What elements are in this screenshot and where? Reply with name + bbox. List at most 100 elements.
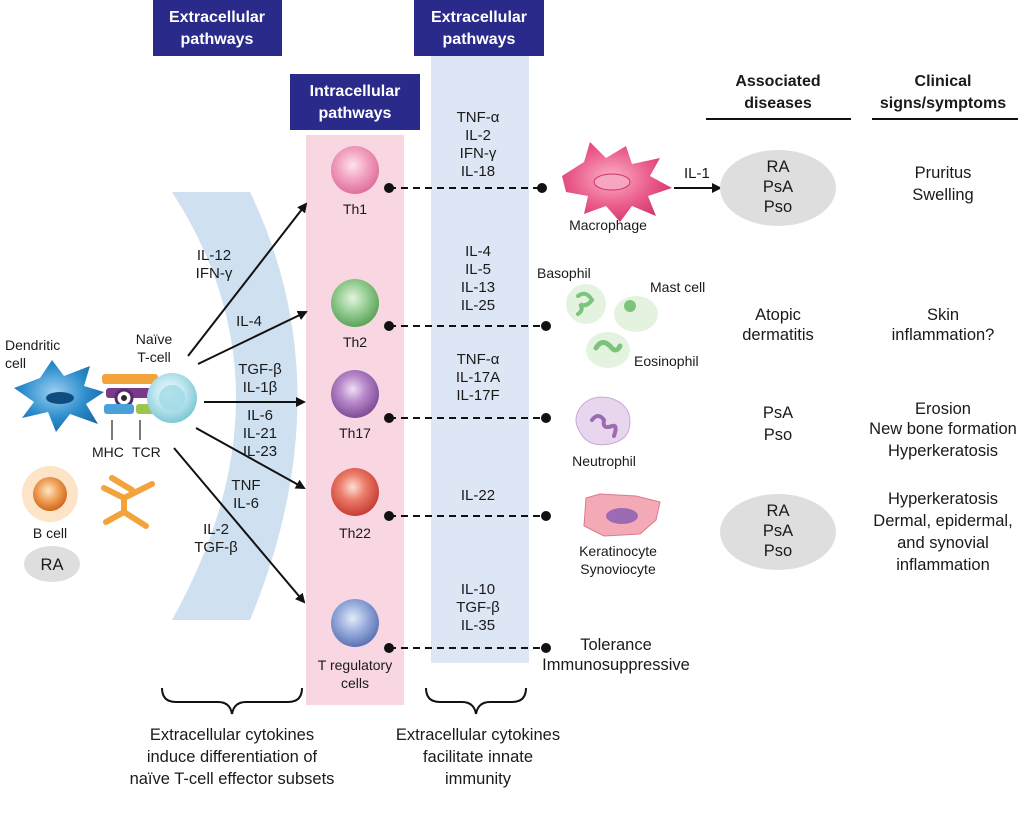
secreted-cytokines-th2: IL-4 IL-5 IL-13 IL-25 <box>461 243 495 314</box>
svg-text:IFN-γ: IFN-γ <box>196 265 233 282</box>
svg-text:Atopic: Atopic <box>755 306 801 324</box>
svg-text:Dendritic: Dendritic <box>5 337 60 353</box>
svg-text:Skin: Skin <box>927 306 959 324</box>
svg-text:Pso: Pso <box>764 198 792 216</box>
arrow-to-th2 <box>197 310 308 365</box>
svg-text:Neutrophil: Neutrophil <box>572 453 636 469</box>
secreted-cytokines-treg: IL-10 TGF-β IL-35 <box>456 581 500 634</box>
svg-text:Basophil: Basophil <box>537 265 591 281</box>
svg-text:IL-35: IL-35 <box>461 617 495 634</box>
svg-text:IFN-γ: IFN-γ <box>460 145 497 162</box>
secreted-cytokines-th17: TNF-α IL-17A IL-17F <box>456 351 500 404</box>
dendritic-cell: Dendritic cell <box>5 337 104 432</box>
svg-text:IL-12: IL-12 <box>197 247 231 264</box>
svg-text:IL-23: IL-23 <box>243 443 277 460</box>
dashed-connectors <box>384 183 551 653</box>
svg-text:TNF-α: TNF-α <box>457 351 500 368</box>
svg-text:RA: RA <box>767 158 790 176</box>
svg-text:IL-21: IL-21 <box>243 425 277 442</box>
svg-text:B cell: B cell <box>33 525 67 541</box>
svg-text:pathways: pathways <box>443 31 516 48</box>
svg-text:PsA: PsA <box>763 404 793 422</box>
header-extracellular-mid: Extracellular pathways <box>414 0 544 56</box>
svg-text:IL-25: IL-25 <box>461 297 495 314</box>
header-associated-diseases: Associated diseases <box>706 73 851 120</box>
brace-mid <box>425 687 527 715</box>
basophil-cell: Basophil <box>537 265 606 324</box>
svg-text:diseases: diseases <box>744 95 812 112</box>
arrow-to-th22 <box>195 427 306 489</box>
svg-text:Immunosuppressive: Immunosuppressive <box>542 656 690 674</box>
arrow-cytokines-4: IL-6 IL-21 IL-23 <box>243 407 277 460</box>
svg-text:IL-6: IL-6 <box>233 495 259 512</box>
svg-text:TGF-β: TGF-β <box>194 539 238 556</box>
arrow-to-treg <box>173 447 306 604</box>
antibody-icon <box>101 475 155 529</box>
svg-text:pathways: pathways <box>319 105 392 122</box>
svg-text:MHC: MHC <box>92 444 124 460</box>
svg-text:IL-2: IL-2 <box>203 521 229 538</box>
svg-text:IL-2: IL-2 <box>465 127 491 144</box>
differentiation-arrows <box>173 202 308 604</box>
svg-text:IL-10: IL-10 <box>461 581 495 598</box>
th2-cell: Th2 <box>331 279 379 350</box>
arrow-cytokines-6: IL-2 TGF-β <box>194 521 238 556</box>
neutrophil-cell: Neutrophil <box>572 396 636 469</box>
footnote-left: Extracellular cytokines induce different… <box>130 726 335 788</box>
svg-text:facilitate innate: facilitate innate <box>423 748 533 766</box>
svg-text:TNF: TNF <box>231 477 260 494</box>
svg-text:Pso: Pso <box>764 426 792 444</box>
th22-cell: Th22 <box>331 468 379 541</box>
svg-text:IL-4: IL-4 <box>236 313 262 330</box>
svg-text:T regulatory: T regulatory <box>318 657 392 673</box>
svg-text:IL-13: IL-13 <box>461 279 495 296</box>
svg-text:Th17: Th17 <box>339 425 371 441</box>
arrow-cytokines-1: IL-12 IFN-γ <box>196 247 233 282</box>
svg-text:Naïve: Naïve <box>136 331 173 347</box>
svg-text:immunity: immunity <box>445 770 512 788</box>
svg-text:IL-17A: IL-17A <box>456 369 500 386</box>
svg-text:Th1: Th1 <box>343 201 367 217</box>
macrophage: Macrophage <box>562 142 672 233</box>
disease-row-2: Atopic dermatitis <box>742 306 814 344</box>
svg-text:Clinical: Clinical <box>915 73 972 90</box>
th1-cell: Th1 <box>331 146 379 217</box>
svg-text:naïve T-cell effector subsets: naïve T-cell effector subsets <box>130 770 335 788</box>
th17-cell: Th17 <box>331 370 379 441</box>
svg-text:Dermal, epidermal,: Dermal, epidermal, <box>873 512 1012 530</box>
svg-text:New bone formation: New bone formation <box>869 420 1017 438</box>
symptom-row-3: Erosion New bone formation Hyperkeratosi… <box>869 400 1017 460</box>
svg-text:Th2: Th2 <box>343 334 367 350</box>
arrow-cytokines-2: IL-4 <box>236 313 262 330</box>
secreted-cytokines-th1: TNF-α IL-2 IFN-γ IL-18 <box>457 109 500 180</box>
svg-text:dermatitis: dermatitis <box>742 326 814 344</box>
symptom-row-4: Hyperkeratosis Dermal, epidermal, and sy… <box>873 490 1012 574</box>
treg-cell: T regulatory cells <box>318 599 392 691</box>
svg-text:IL-6: IL-6 <box>247 407 273 424</box>
svg-text:Intracellular: Intracellular <box>310 83 401 100</box>
svg-text:IL-5: IL-5 <box>465 261 491 278</box>
svg-text:pathways: pathways <box>181 31 254 48</box>
svg-text:Extracellular: Extracellular <box>169 9 265 26</box>
svg-text:TCR: TCR <box>132 444 161 460</box>
disease-row-4: RA PsA Pso <box>720 494 836 570</box>
svg-text:Mast cell: Mast cell <box>650 279 705 295</box>
eosinophil-cell: Eosinophil <box>586 332 699 369</box>
svg-text:Associated: Associated <box>735 73 820 90</box>
svg-text:RA: RA <box>41 556 64 574</box>
svg-text:Pruritus: Pruritus <box>915 164 972 182</box>
svg-text:Synoviocyte: Synoviocyte <box>580 561 656 577</box>
disease-row-3: PsA Pso <box>763 404 793 444</box>
il1-arrow: IL-1 <box>674 165 722 193</box>
extracellular-arc <box>172 192 298 620</box>
svg-text:TNF-α: TNF-α <box>457 109 500 126</box>
svg-text:TGF-β: TGF-β <box>456 599 500 616</box>
svg-text:Extracellular cytokines: Extracellular cytokines <box>396 726 560 744</box>
svg-text:cells: cells <box>341 675 369 691</box>
svg-text:inflammation: inflammation <box>896 556 990 574</box>
svg-text:Swelling: Swelling <box>912 186 973 204</box>
svg-text:RA: RA <box>767 502 790 520</box>
svg-text:Hyperkeratosis: Hyperkeratosis <box>888 442 998 460</box>
arrow-cytokines-5: TNF IL-6 <box>231 477 260 512</box>
